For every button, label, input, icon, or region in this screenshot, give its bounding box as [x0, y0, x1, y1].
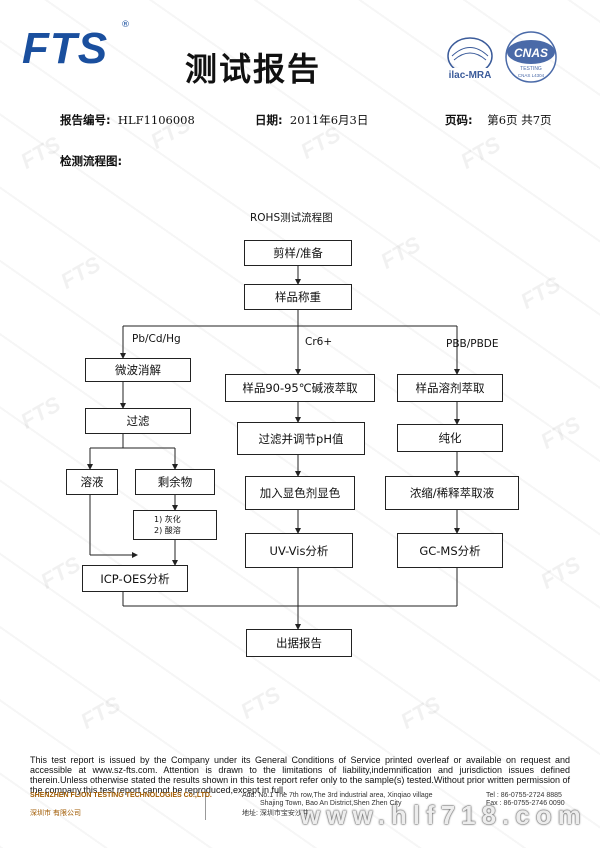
step-residue-treatment: 1) 灰化 2) 酸溶 [133, 510, 217, 540]
svg-text:CNAS: CNAS [514, 46, 548, 60]
company-name-cn: 深圳市 有限公司 [30, 810, 81, 817]
ilac-mra-logo: ilac-MRA [444, 37, 496, 81]
branch-label-pbb-pbde: PBB/PBDE [446, 338, 499, 350]
fts-logo: FTS ® [22, 20, 130, 73]
svg-text:TESTING: TESTING [520, 66, 542, 72]
step-solution: 溶液 [66, 469, 118, 495]
disclaimer-text: This test report is issued by the Compan… [30, 755, 570, 795]
flowchart-title: ROHS测试流程图 [250, 212, 333, 224]
step-alkali-extraction: 样品90-95℃碱液萃取 [225, 374, 375, 402]
step-color-develop: 加入显色剂显色 [245, 476, 355, 510]
step-uv-vis: UV-Vis分析 [245, 533, 353, 568]
step-issue-report: 出据报告 [246, 629, 352, 657]
page-title: 测试报告 [185, 50, 322, 88]
cnas-logo: CNAS TESTING CNAS L4304 [505, 31, 557, 83]
step-filter-ph: 过滤并调节pH值 [237, 422, 365, 455]
step-filter: 过滤 [85, 408, 191, 434]
step-icp-oes: ICP-OES分析 [82, 565, 188, 592]
step-concentrate: 浓缩/稀释萃取液 [385, 476, 519, 510]
report-date: 日期: 2011年6月3日 [255, 113, 369, 127]
footer-divider [205, 790, 206, 820]
report-number: 报告编号: HLF1106008 [60, 113, 195, 127]
section-title: 检测流程图: [60, 154, 123, 168]
step-purify: 纯化 [397, 424, 503, 452]
company-name: SHENZHEN FLION TESTING TECHNOLOGIES Co.,… [30, 792, 212, 799]
site-watermark: www.hlf718.com [300, 800, 587, 830]
step-microwave-digestion: 微波消解 [85, 358, 191, 382]
page-number: 页码: 第6页 共7页 [445, 113, 552, 127]
step-weigh: 样品称重 [244, 284, 352, 310]
step-solvent-extraction: 样品溶剂萃取 [397, 374, 503, 402]
address-line-2: Shajing Town, Bao An District,Shen Zhen … [260, 800, 402, 807]
step-cut-prepare: 剪样/准备 [244, 240, 352, 266]
step-gc-ms: GC-MS分析 [397, 533, 503, 568]
svg-text:CNAS L4304: CNAS L4304 [518, 73, 545, 78]
residue-step-acid: 2) 酸溶 [154, 526, 181, 535]
step-residue: 剩余物 [135, 469, 215, 495]
branch-label-cr6: Cr6+ [305, 336, 333, 348]
residue-step-ash: 1) 灰化 [154, 515, 181, 524]
telephone: Tel : 86-0755-2724 8885 [486, 792, 562, 799]
branch-label-pb-cd-hg: Pb/Cd/Hg [132, 333, 181, 345]
address-line-1: Add: No.1 The 7th row,The 3rd industrial… [242, 792, 433, 799]
company-footer: SHENZHEN FLION TESTING TECHNOLOGIES Co.,… [30, 792, 570, 822]
fax: Fax : 86-0755-2746 0090 [486, 800, 565, 807]
address-cn: 地址: 深圳市宝安沙井 [242, 810, 309, 817]
svg-text:ilac-MRA: ilac-MRA [449, 70, 492, 81]
